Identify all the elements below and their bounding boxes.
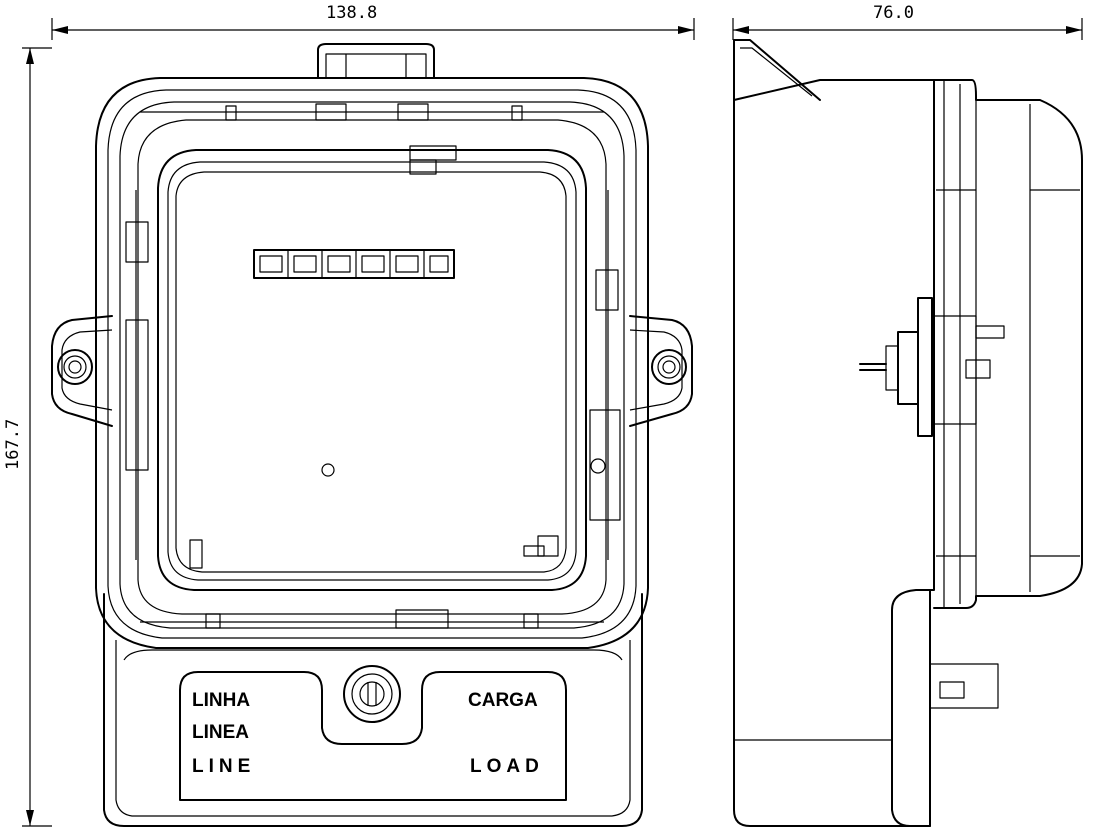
- side-cover: [933, 79, 1083, 609]
- terminal-label-left: [179, 671, 567, 801]
- side-mounting-bracket: [859, 297, 1005, 437]
- display-window: [157, 149, 587, 591]
- side-base: [733, 79, 935, 827]
- top-hanger: [317, 43, 435, 79]
- side-ribs: [125, 190, 621, 560]
- side-terminal-cover: [891, 589, 931, 827]
- dimension-width-text: 138.8: [326, 3, 377, 23]
- dimension-depth-text: 76.0: [873, 3, 914, 23]
- label-linha: LINHA: [192, 690, 250, 711]
- case-outline: [95, 77, 649, 649]
- bottom-latch: [140, 609, 604, 629]
- dimension-height-text: 167.7: [3, 419, 23, 470]
- dimension-height: 167.7: [3, 47, 52, 827]
- left-mounting-ear: [51, 315, 113, 427]
- dimension-depth-side: 76.0: [732, 3, 1083, 40]
- top-latches: [140, 103, 604, 121]
- seal-screw: [343, 665, 401, 723]
- side-top-hook: [733, 39, 821, 101]
- right-mounting-ear: [629, 315, 693, 427]
- label-line: LINE: [192, 756, 255, 777]
- label-carga: CARGA: [468, 690, 538, 711]
- window-clip: [409, 145, 457, 175]
- label-load: LOAD: [470, 756, 544, 777]
- register-digits: [253, 249, 455, 279]
- dimension-width-front: 138.8: [51, 3, 695, 40]
- window-corner-marks: [189, 535, 559, 569]
- terminal-cover: [103, 593, 643, 827]
- label-linea: LINEA: [192, 722, 249, 743]
- side-view: [733, 39, 1083, 827]
- calibration-hole: [321, 463, 335, 477]
- front-view: LINHA LINEA LINE CARGA LOAD: [51, 43, 693, 827]
